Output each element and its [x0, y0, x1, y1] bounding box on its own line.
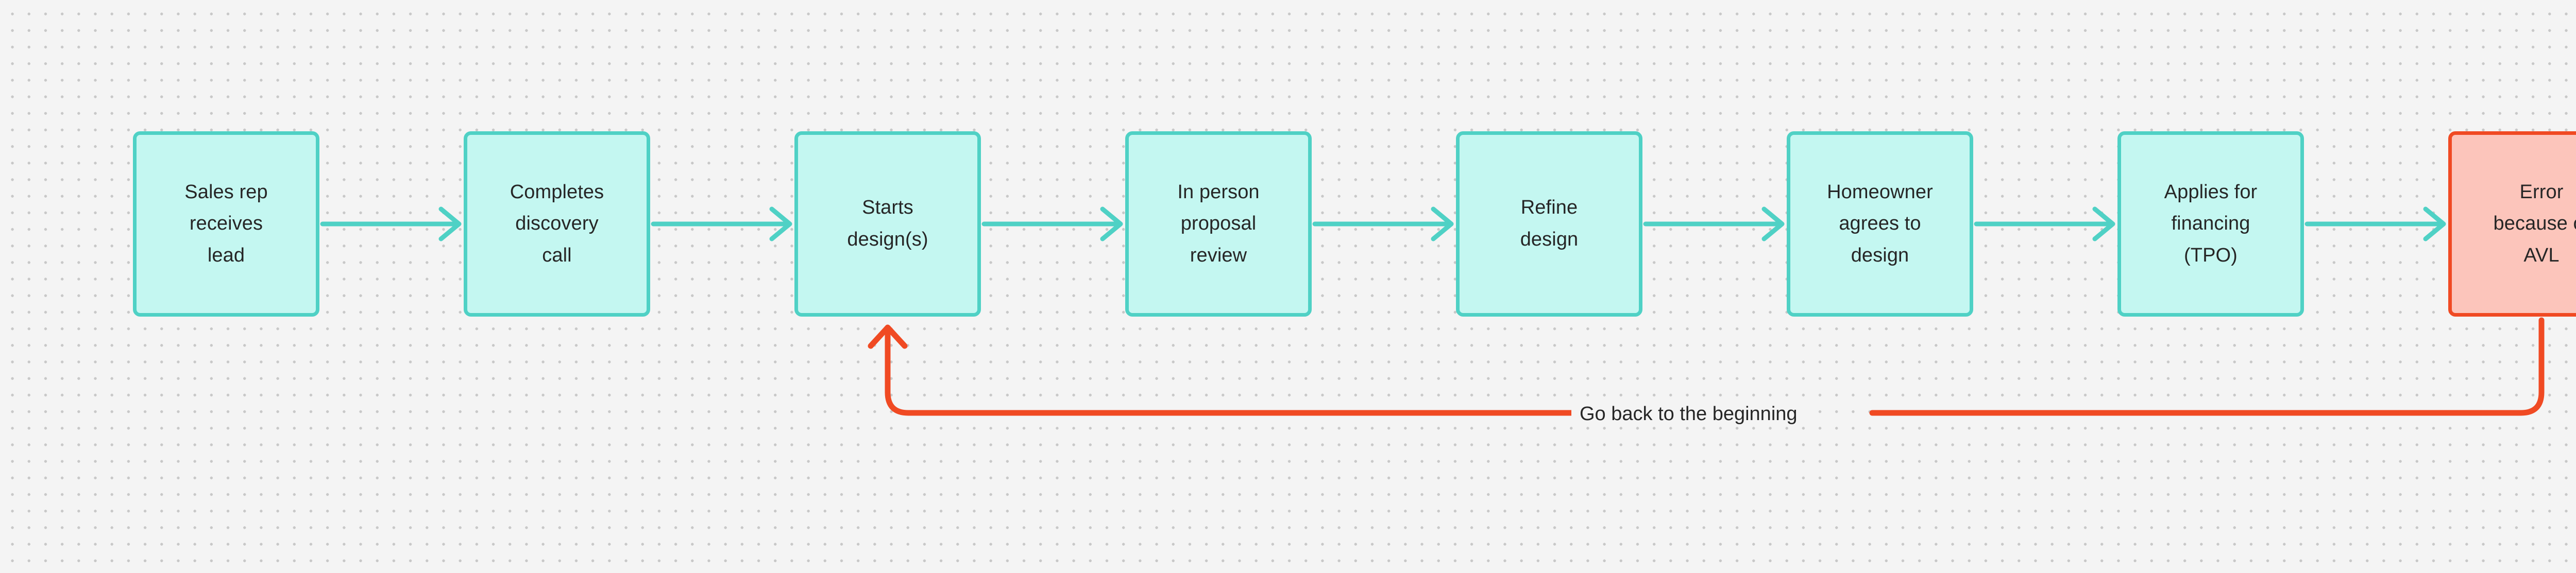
- flow-node-applies-for-financing-tpo[interactable]: Applies for financing (TPO): [2117, 131, 2304, 317]
- edge-n3-n4-arrowhead: [1100, 206, 1123, 241]
- edge-n4-n5-arrowhead: [1431, 206, 1454, 241]
- flow-node-label: Error because of AVL: [2493, 181, 2576, 266]
- edge-n5-n6-arrowhead: [1761, 206, 1785, 241]
- edge-loop-back-arrowhead: [868, 324, 908, 349]
- flow-node-label: Refine design: [1520, 197, 1579, 250]
- flow-node-label: Homeowner agrees to design: [1827, 181, 1933, 266]
- edge-n2-n3-arrowhead: [769, 206, 792, 241]
- flow-node-label: Starts design(s): [847, 197, 928, 250]
- flow-node-starts-designs[interactable]: Starts design(s): [794, 131, 981, 317]
- flow-node-homeowner-agrees-to-design[interactable]: Homeowner agrees to design: [1787, 131, 1973, 317]
- flow-node-sales-rep-receives-lead[interactable]: Sales rep receives lead: [133, 131, 319, 317]
- edge-loop-back-left: [885, 331, 1585, 416]
- flow-node-completes-discovery-call[interactable]: Completes discovery call: [464, 131, 650, 317]
- flow-node-label: Completes discovery call: [510, 181, 604, 266]
- edge-n7-n8-arrowhead: [2423, 206, 2446, 241]
- edge-n6-n7-arrowhead: [2092, 206, 2115, 241]
- edge-label-go-back-to-the-beginning: Go back to the beginning: [1571, 403, 1806, 426]
- edge-n1-n2-arrowhead: [438, 206, 462, 241]
- flow-node-in-person-proposal-review[interactable]: In person proposal review: [1125, 131, 1312, 317]
- flow-node-label: In person proposal review: [1177, 181, 1260, 266]
- flow-node-label: Sales rep receives lead: [184, 181, 268, 266]
- flow-node-label: Applies for financing (TPO): [2164, 181, 2258, 266]
- flow-node-refine-design[interactable]: Refine design: [1456, 131, 1642, 317]
- edge-loop-back-right: [1869, 317, 2545, 416]
- flow-node-error-because-of-avl[interactable]: Error because of AVL: [2448, 131, 2576, 317]
